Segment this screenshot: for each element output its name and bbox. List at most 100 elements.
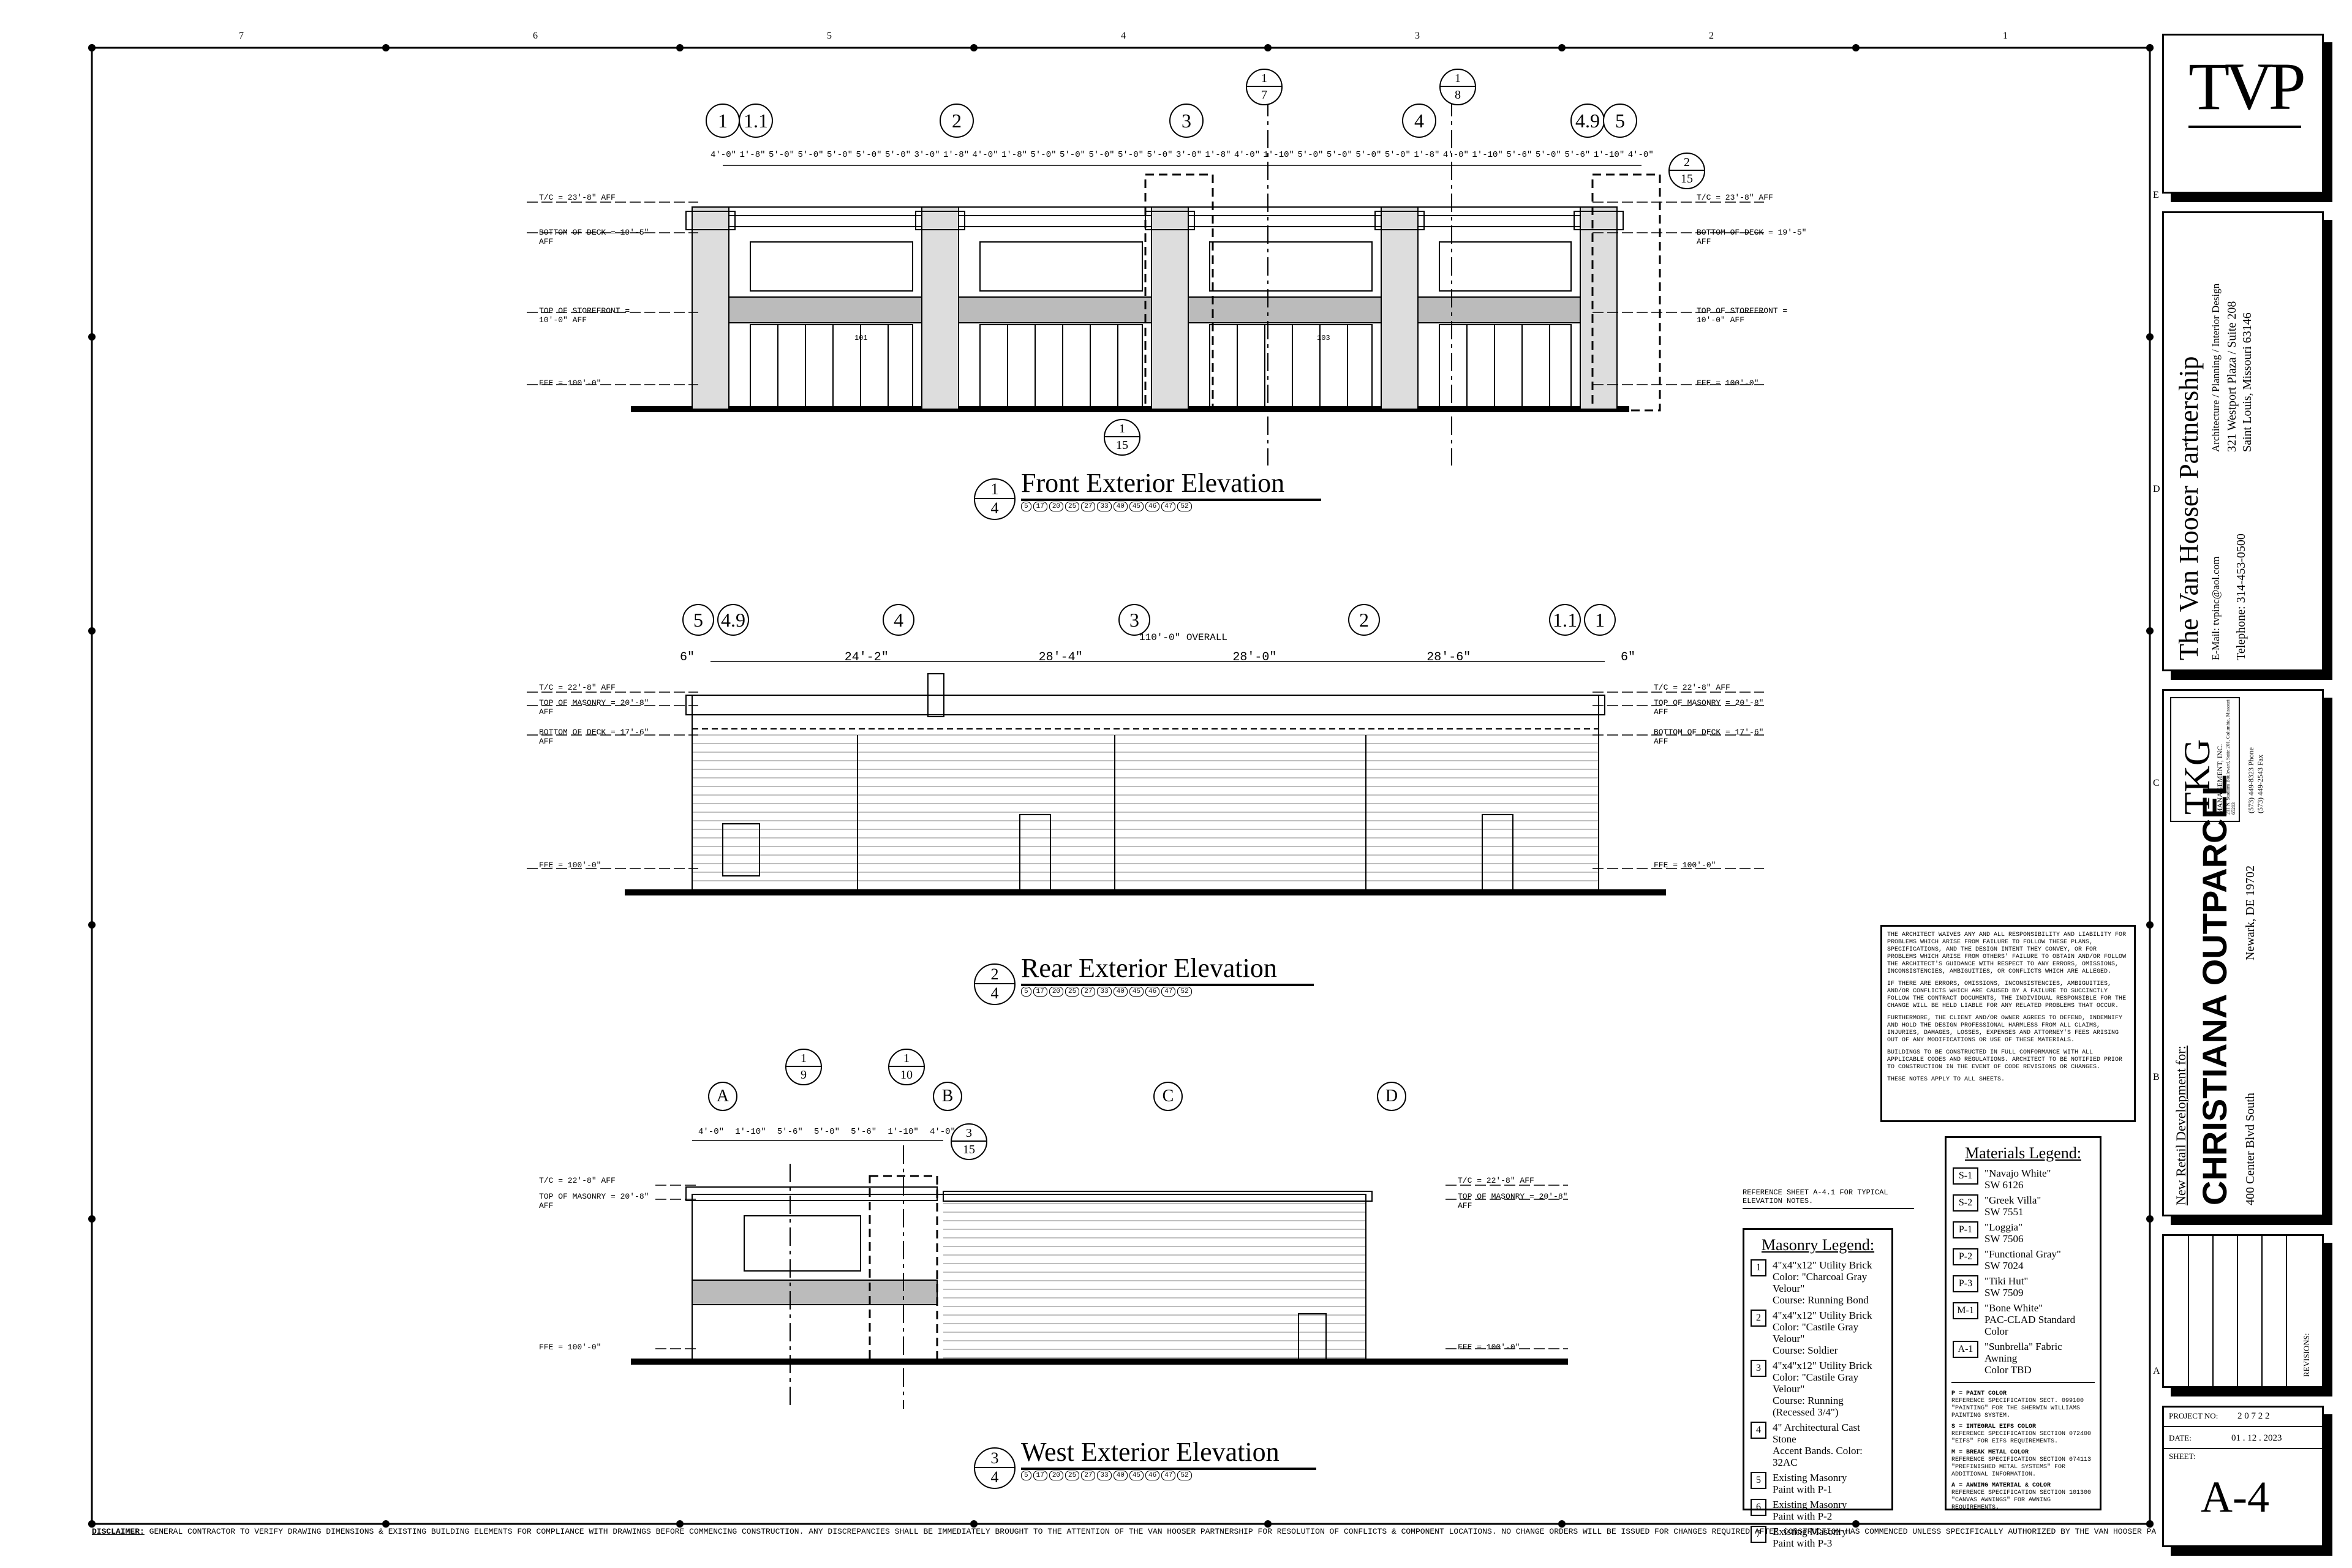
dimension: 5'-0" (1147, 150, 1173, 160)
dimension: 1'-8" (1414, 150, 1440, 160)
level-label-right: FFE = 100'-0" (1654, 861, 1716, 870)
masonry-line: Paint with P-2 (1773, 1510, 1833, 1522)
masonry-tag: 6 (1751, 1499, 1766, 1516)
grid-tag: 5 (1603, 104, 1637, 138)
firm-name: The Van Hooser Partnership (2174, 356, 2204, 660)
project-address: 400 Center Blvd South (2244, 1093, 2257, 1205)
material-tag: P-2 (1953, 1248, 1978, 1265)
dimension: 5'-0" (1060, 150, 1086, 160)
liability-note: FURTHERMORE, THE CLIENT AND/OR OWNER AGR… (1887, 1015, 2123, 1044)
material-line: "Greek Villa" (1985, 1194, 2041, 1206)
rear-title: Rear Exterior Elevation (1021, 952, 1314, 986)
keynote-hex: 27 (1081, 1471, 1096, 1480)
title-sheet: 4 (990, 1468, 999, 1486)
keynote-hex: 5 (1021, 502, 1031, 511)
section-tag-number: 1 (1247, 70, 1281, 87)
title-number: 1 (975, 480, 1014, 499)
masonry-tag: 7 (1751, 1526, 1766, 1543)
sheet-label: SHEET: (2169, 1452, 2196, 1461)
dimension: 5'-0" (813, 1127, 840, 1137)
material-line: SW 6126 (1985, 1179, 2024, 1191)
project-no: 2 0 7 2 2 (2237, 1411, 2270, 1421)
masonry-line: 4"x4"x12" Utility Brick (1773, 1259, 1872, 1271)
keynote-hex: 46 (1145, 1471, 1160, 1480)
keynote-hex: 52 (1177, 987, 1192, 997)
level-label-left: T/C = 22'-8" AFF (539, 1176, 616, 1185)
keynote-hex: 40 (1113, 1471, 1128, 1480)
material-tag: M-1 (1953, 1302, 1978, 1319)
grid-tag: D (1377, 1082, 1406, 1111)
firm-address2: Saint Louis, Missouri 63146 (2241, 312, 2254, 452)
level-label-right: T/C = 23'-8" AFF (1697, 193, 1773, 202)
dimension: 5'-0" (1297, 150, 1324, 160)
dimension: 5'-0" (797, 150, 824, 160)
dimension: 24'-2" (844, 650, 889, 665)
level-label-left: TOP OF STOREFRONT = 10'-0" AFF (539, 306, 630, 325)
level-label-right: BOTTOM OF DECK = 17'-6" AFF (1654, 728, 1764, 746)
grid-tag: 1 (1584, 604, 1616, 636)
section-tag-sheet: 15 (1116, 439, 1128, 452)
level-label-left: FFE = 100'-0" (539, 1343, 601, 1352)
grid-row-D: D (2153, 484, 2160, 494)
west-title: West Exterior Elevation (1021, 1436, 1316, 1470)
material-line: "Sunbrella" Fabric Awning (1985, 1341, 2062, 1364)
project-no-label: PROJECT NO: (2169, 1411, 2218, 1420)
material-tag: P-3 (1953, 1275, 1978, 1292)
masonry-line: Course: Running (Recessed 3/4") (1773, 1395, 1844, 1418)
reference-note: REFERENCE SHEET A-4.1 FOR TYPICAL ELEVAT… (1743, 1188, 1914, 1209)
dimension: 4'-0" (929, 1127, 956, 1137)
title-number: 3 (975, 1449, 1014, 1468)
dimension: 5'-0" (1326, 150, 1352, 160)
dimension: 5'-6" (1564, 150, 1591, 160)
keynote-hex: 5 (1021, 1471, 1031, 1480)
firm-email: E-Mail: tvpinc@aol.com (2210, 556, 2222, 660)
material-note: REFERENCE SPECIFICATION SECTION 101300 "… (1951, 1490, 2092, 1511)
material-line: SW 7024 (1985, 1260, 2024, 1272)
material-line: SW 7551 (1985, 1206, 2024, 1218)
dimension: 28'-4" (1038, 650, 1083, 665)
grid-tag: 4 (1402, 104, 1436, 138)
level-label-left: T/C = 22'-8" AFF (539, 683, 616, 692)
grid-tag: 3 (1169, 104, 1204, 138)
material-line: PAC-CLAD Standard Color (1985, 1314, 2076, 1337)
project-name: CHRISTIANA OUTPARCEL (2195, 774, 2234, 1205)
level-label-left: TOP OF MASONRY = 20'-8" AFF (539, 698, 649, 717)
level-label-right: FFE = 100'-0" (1697, 379, 1759, 388)
keynote-hex: 5 (1021, 987, 1031, 997)
keynote-hex: 20 (1049, 502, 1064, 511)
firm-logo-box: TVP (2162, 34, 2324, 194)
grid-tag: 1 (706, 104, 740, 138)
material-line: "Loggia" (1985, 1221, 2023, 1233)
rear-elevation-drawing (625, 661, 1666, 895)
section-tag-number: 2 (1670, 154, 1704, 171)
dimension: 5'-0" (1535, 150, 1561, 160)
grid-row-E: E (2153, 190, 2159, 200)
dimension: 5'-0" (1384, 150, 1411, 160)
material-item: S-2"Greek Villa"SW 7551 (1953, 1194, 2094, 1218)
dimension: 1'-10" (1472, 150, 1503, 160)
grid-row-C: C (2153, 778, 2160, 788)
keynote-hex: 27 (1081, 502, 1096, 511)
dimension: 5'-0" (1030, 150, 1057, 160)
masonry-tag: 3 (1751, 1360, 1766, 1377)
material-line: SW 7509 (1985, 1287, 2024, 1298)
dimension: 5'-6" (1506, 150, 1532, 160)
dimension: 4'-0" (698, 1127, 725, 1137)
level-label-right: BOTTOM OF DECK = 19'-5" AFF (1697, 228, 1807, 246)
section-tag-sheet: 7 (1261, 88, 1267, 102)
masonry-line: 4"x4"x12" Utility Brick (1773, 1310, 1872, 1321)
date-label: DATE: (2169, 1433, 2192, 1442)
grid-tag: B (933, 1082, 962, 1111)
keynote-hex: 45 (1129, 987, 1144, 997)
grid-col-3: 3 (1415, 31, 1420, 41)
material-line: SW 7506 (1985, 1233, 2024, 1245)
masonry-line: 4" Architectural Cast Stone (1773, 1422, 1860, 1445)
sheet-number: A-4 (2201, 1472, 2269, 1521)
